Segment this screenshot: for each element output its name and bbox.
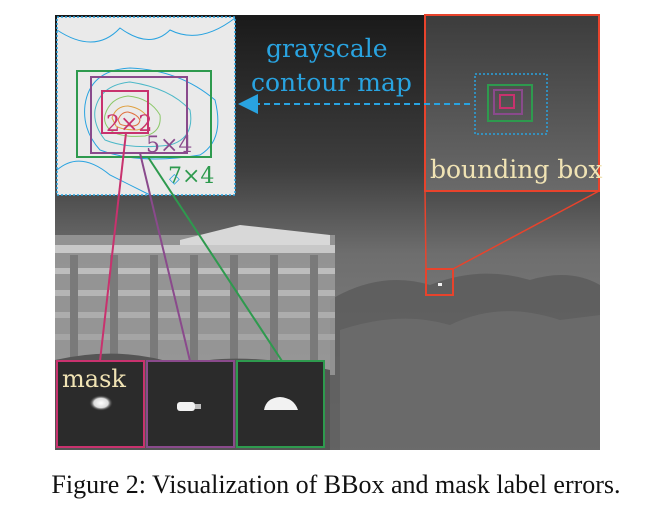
zoom-connectors: [424, 190, 600, 296]
bounding-box-label: bounding box: [430, 155, 602, 184]
bbox-panel: bounding box: [424, 14, 602, 192]
figure-caption: Figure 2: Visualization of BBox and mask…: [51, 470, 621, 499]
arrow-label-line2: contour map: [251, 68, 412, 97]
mask-thumbnails: mask: [56, 360, 325, 448]
size-label-5x4: 5×4: [146, 133, 192, 158]
size-label-2x2: 2×2: [106, 112, 152, 137]
dashed-arrow: grayscale contour map: [238, 34, 470, 114]
contour-panel: 2×2 5×4 7×4 ◇: [56, 16, 236, 196]
arrow-label-line1: grayscale: [266, 34, 388, 63]
diamond-icon: ◇: [169, 171, 180, 187]
leader-lines: [99, 132, 283, 362]
mask-label: mask: [62, 365, 126, 393]
size-label-7x4: 7×4: [168, 164, 214, 189]
